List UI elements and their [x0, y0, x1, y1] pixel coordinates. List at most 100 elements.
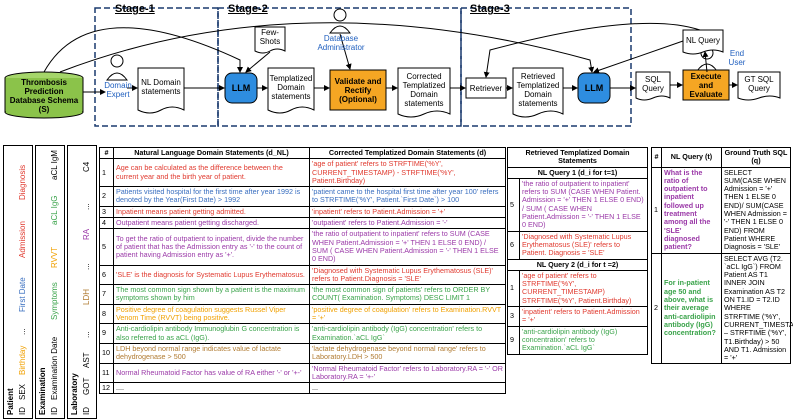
- nl-statement-cell: Age can be calculated as the difference …: [113, 158, 310, 188]
- templatized-statement-cell: 'anti-cardiolipin antibody (IgG) concent…: [309, 323, 506, 344]
- table-row: 9 'anti-cardiolipin antibody (IgG) conce…: [507, 325, 649, 355]
- table-row: 2 For in-patient age 50 and above, what …: [651, 252, 793, 365]
- templatized-statement-cell: 'age of patient' refers to STRFTIME('%Y'…: [309, 158, 506, 188]
- nl-statement-cell: Inpatient means patient getting admitted…: [113, 205, 310, 219]
- row-num: 7: [99, 284, 114, 305]
- table-row: 5 'the ratio of outpatient to inpatient'…: [507, 177, 649, 232]
- query-sql-table: # NL Query (t) Ground Truth SQL (q) 1 Wh…: [651, 147, 793, 365]
- templatized-statement-cell: 'patient came to the hospital first time…: [309, 186, 506, 207]
- retrieved-label: Retrieved Templatized Domain statements: [516, 72, 560, 108]
- row-num: 4: [99, 217, 114, 230]
- q-sql-text: SELECT SUM(CASE WHEN Admission = '+' THE…: [721, 166, 791, 254]
- row-num: 1: [99, 158, 114, 188]
- nl-statement-cell: Patients visited hospital for the first …: [113, 186, 310, 207]
- table-row: 1 What is the ratio of outpatient to inp…: [651, 166, 791, 254]
- templatized-statement-cell: 'the ratio of outpatient to inpatient' r…: [309, 228, 506, 266]
- flow-diagram: [4, 7, 781, 127]
- laboratory-table-name: Laboratory: [70, 373, 79, 415]
- nl-statement-cell: Normal Rheumatoid Factor has value of RA…: [113, 362, 310, 384]
- lab-col-ellipsis3: ...: [82, 203, 91, 210]
- row-num: 9: [99, 323, 114, 344]
- nl-query-label: NL Query: [686, 35, 720, 45]
- retr-num: 3: [507, 306, 520, 327]
- llm2-label[interactable]: LLM: [584, 82, 604, 93]
- retr-num: 9: [507, 325, 520, 355]
- domain-expert-label: Domain Expert: [104, 81, 132, 99]
- sql-query-doc: [635, 71, 671, 101]
- lab-col-id: ID: [82, 407, 91, 415]
- exam-col-rvvt: RVVT: [50, 246, 59, 268]
- patient-col-sex: SEX: [18, 383, 27, 400]
- col-header-templatized: Corrected Templatized Domain Statements …: [309, 146, 506, 160]
- retrieved-header: Retrieved Templatized Domain Statements: [506, 147, 649, 168]
- nl-statement-cell: Outpatient means patient getting dischar…: [113, 217, 310, 230]
- templatized-statement-cell: 'Diagnosed with Systematic Lupus Erythem…: [309, 264, 506, 286]
- row-num: 11: [99, 362, 114, 384]
- corrected-doc: [397, 67, 451, 118]
- lab-col-ldh: LDH: [82, 288, 91, 305]
- templatized-statement-cell: 'lactate dehydrogenase beyond normal ran…: [309, 342, 506, 364]
- row-num: 10: [99, 342, 114, 364]
- domain-statements-table: # Natural Language Domain Statements (d_…: [99, 146, 506, 395]
- schema-label: Thrombosis Prediction Database Schema (S…: [9, 78, 79, 114]
- table-row: 6'SLE' is the diagnosis for Systematic L…: [99, 264, 506, 286]
- patient-col-firstdate: First Date: [18, 277, 27, 312]
- patient-table-strip: [3, 145, 33, 419]
- nl-statement-cell: LDH beyond normal range indicates value …: [113, 342, 310, 364]
- llm1-label[interactable]: LLM: [231, 82, 251, 93]
- query2-header: NL Query 2 (d_i for t =2): [506, 258, 649, 271]
- templatized-statement-cell: 'the most common sign of patients' refer…: [309, 284, 506, 305]
- q-sql-text: SELECT AVG (T2. `aCL IgG`) FROM Patient …: [721, 252, 793, 365]
- stage3-label: Stage-3: [470, 3, 510, 15]
- row-num: 5: [99, 228, 114, 266]
- q-header-sql: Ground Truth SQL (q): [721, 147, 791, 168]
- db-admin-person-icon: [329, 8, 351, 34]
- few-shots-doc: [254, 26, 286, 54]
- retr-num: 1: [507, 269, 520, 308]
- stage3-box: [460, 7, 632, 127]
- templatized-statement-cell: 'positive degree of coagulation' refers …: [309, 303, 506, 325]
- retr-text: 'Diagnosed with Systematic Lupus Erythem…: [518, 230, 649, 260]
- exam-col-id: ID: [50, 407, 59, 415]
- exam-col-acligg: aCL IgG: [50, 195, 59, 226]
- gt-sql-label: GT SQL Query: [744, 75, 774, 93]
- sql-query-label: SQL Query: [642, 75, 664, 93]
- nl-statement-cell: Positive degree of coagulation suggests …: [113, 303, 310, 325]
- templatized-statement-cell: 'Normal Rheumatoid Factor' refers to Lab…: [309, 362, 506, 384]
- retriever-label[interactable]: Retriever: [469, 83, 503, 93]
- nl-statement-cell: To get the ratio of outpatient to inpati…: [113, 228, 310, 266]
- nl-statement-cell: ....: [113, 382, 310, 395]
- nl-statement-cell: 'SLE' is the diagnosis for Systematic Lu…: [113, 264, 310, 286]
- lab-col-ra: RA: [82, 228, 91, 240]
- exam-col-date: Examination Date: [50, 336, 59, 400]
- lab-col-c4: C4: [82, 161, 91, 172]
- col-header-num: #: [99, 146, 114, 160]
- domain-expert-person-icon: [106, 54, 128, 81]
- examination-table-name: Examination: [38, 367, 47, 415]
- schema-cylinder: [4, 71, 84, 119]
- execute-label[interactable]: Execute and Evaluate: [689, 71, 723, 99]
- q-header-num: #: [651, 147, 662, 168]
- exam-col-acligm: aCL IgM: [50, 150, 59, 180]
- lab-col-ellipsis1: ...: [82, 331, 91, 338]
- nl-statement-cell: The most common sign shown by a patient …: [113, 284, 310, 305]
- patient-col-admission: Admission: [18, 221, 27, 258]
- end-user-label: End User: [728, 49, 746, 67]
- query1-header: NL Query 1 (d_i for t=1): [506, 166, 649, 179]
- templatized-statement-cell: 'outpatient' refers to Patient.Admission…: [309, 217, 506, 230]
- table-row: 3 'inpatient' refers to Patient.Admissio…: [507, 306, 649, 327]
- validate-box: [329, 69, 387, 111]
- templatized-label: Templatized Domain statements: [269, 73, 313, 101]
- row-num: 8: [99, 303, 114, 325]
- table-row: 6 'Diagnosed with Systematic Lupus Eryth…: [507, 230, 649, 260]
- retr-text: 'age of patient' refers to STRFTIME('%Y'…: [518, 269, 649, 308]
- lab-col-ast: AST: [82, 352, 91, 368]
- validate-label[interactable]: Validate and Rectify (Optional): [334, 76, 382, 104]
